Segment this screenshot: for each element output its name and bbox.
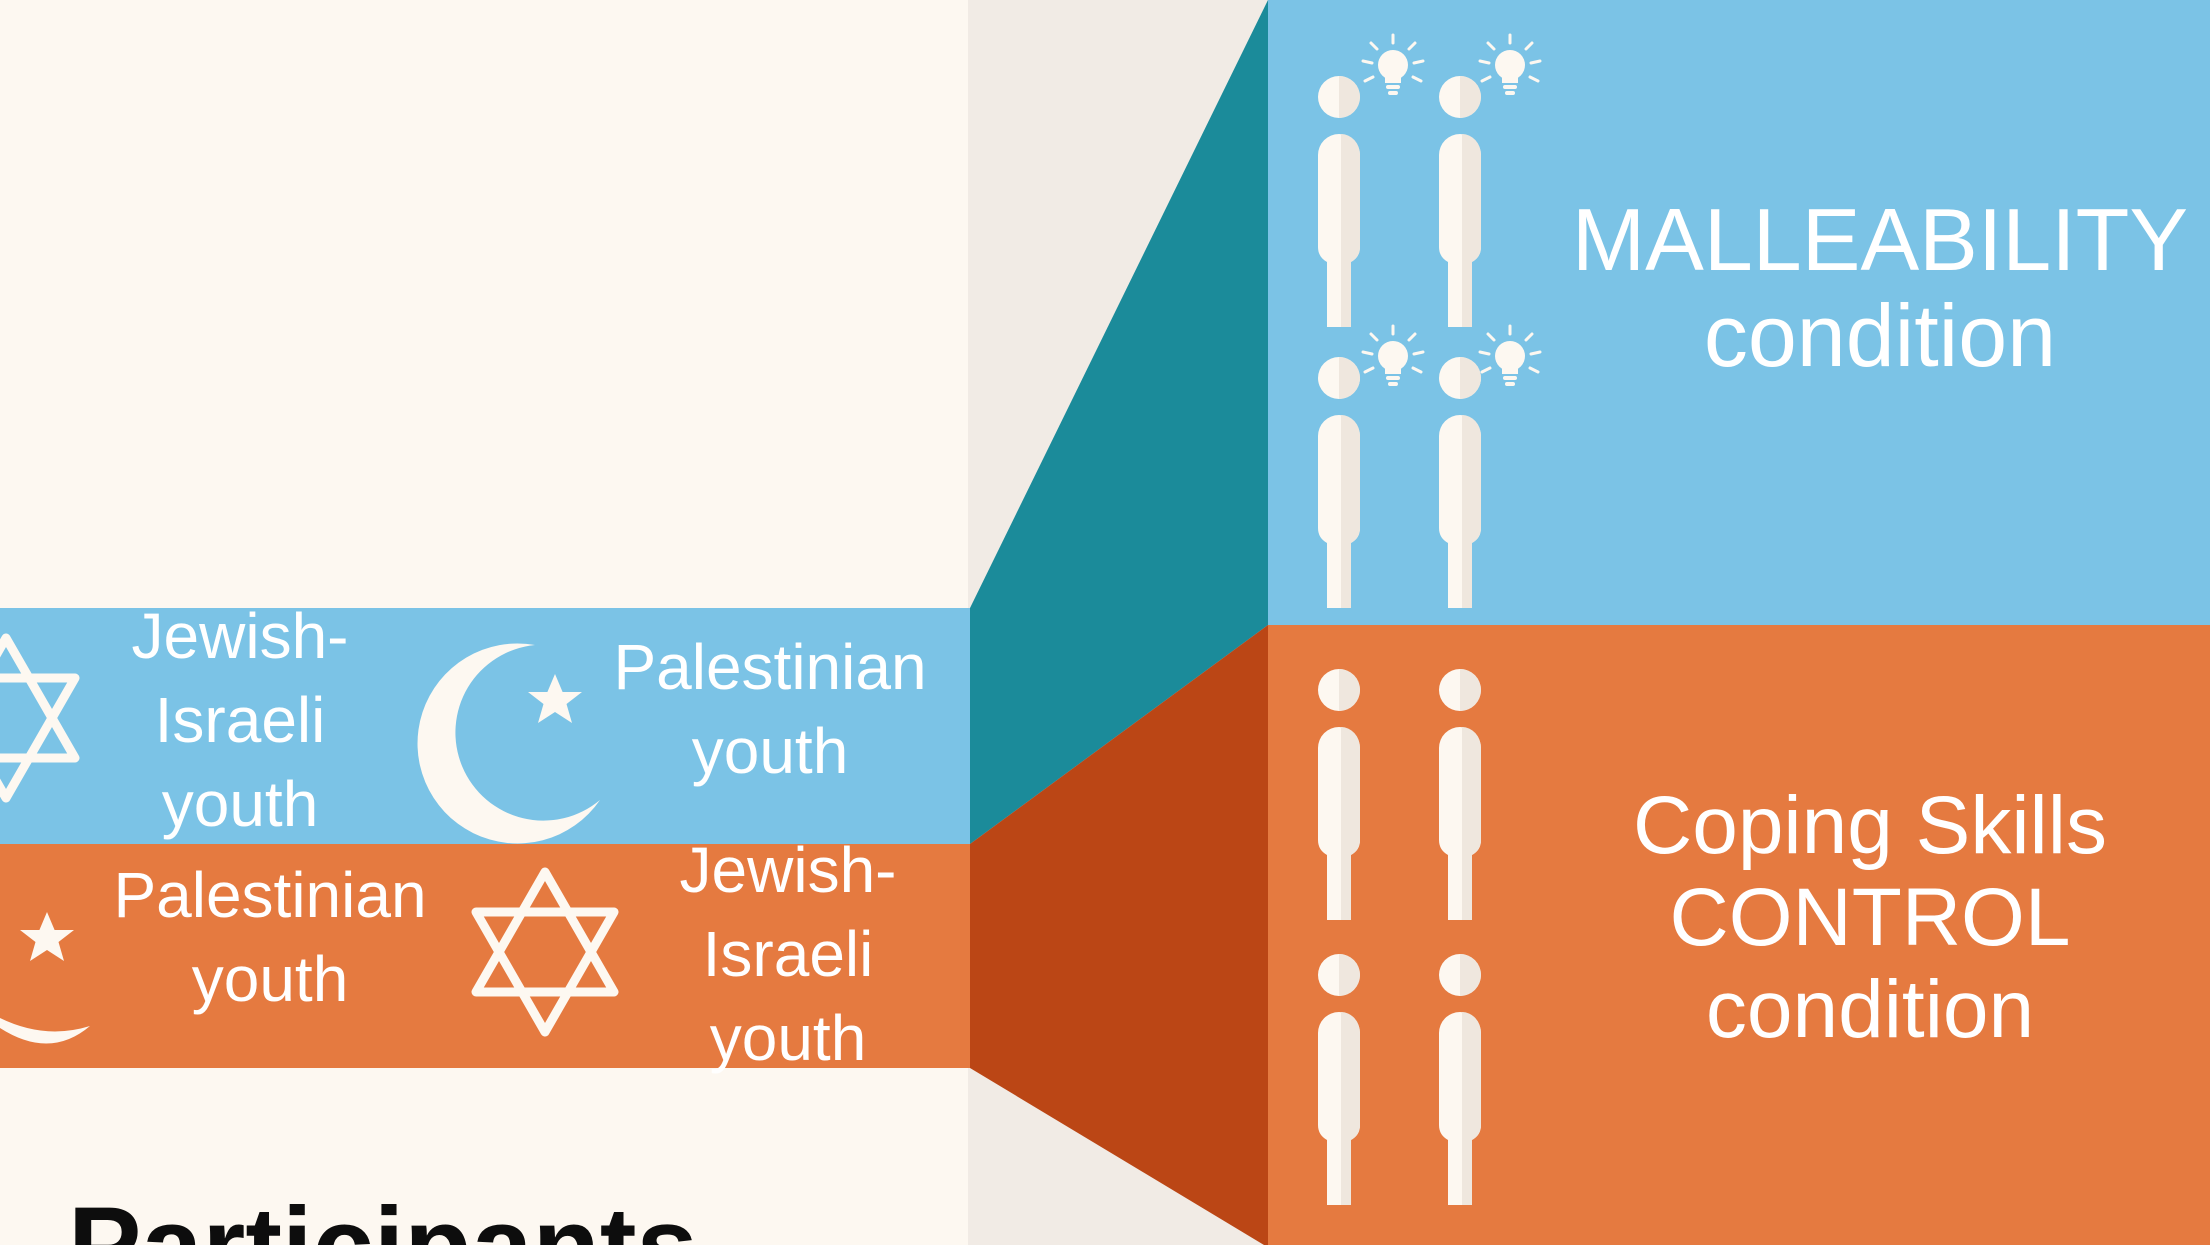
label-line: Jewish- bbox=[131, 600, 349, 672]
label-line: youth bbox=[161, 768, 319, 840]
label-line: youth bbox=[191, 943, 349, 1015]
connector-to-malleability bbox=[970, 0, 1268, 844]
crescent-star-icon bbox=[417, 643, 600, 844]
connector-to-control bbox=[970, 625, 1268, 1245]
label-line: Israeli bbox=[154, 684, 326, 756]
label-line: condition bbox=[1703, 286, 2057, 385]
blue-band-jewish-israeli-label: Jewish- Israeli youth bbox=[112, 594, 368, 846]
label-line: CONTROL bbox=[1669, 872, 2071, 963]
label-line: Palestinian bbox=[613, 631, 927, 703]
control-condition-label: Coping Skills CONTROL condition bbox=[1560, 780, 2180, 1056]
label-line: MALLEABILITY bbox=[1571, 190, 2189, 289]
label-line: Palestinian bbox=[113, 859, 427, 931]
label-line: youth bbox=[709, 1002, 867, 1074]
crescent-star-icon bbox=[0, 912, 90, 1044]
label-line: Jewish- bbox=[679, 834, 897, 906]
participants-orange-band bbox=[0, 844, 970, 1068]
participants-heading: Participants bbox=[68, 1192, 698, 1245]
malleability-condition-label: MALLEABILITY condition bbox=[1560, 192, 2200, 384]
label-line: Israeli bbox=[702, 918, 874, 990]
control-panel bbox=[1268, 625, 2210, 1245]
orange-band-palestinian-label: Palestinian youth bbox=[95, 853, 445, 1021]
blue-band-palestinian-label: Palestinian youth bbox=[590, 625, 950, 793]
malleability-panel bbox=[1268, 0, 2210, 625]
label-line: condition bbox=[1705, 964, 2035, 1055]
label-line: Coping Skills bbox=[1633, 780, 2107, 871]
label-line: youth bbox=[691, 715, 849, 787]
orange-band-jewish-israeli-label: Jewish- Israeli youth bbox=[660, 828, 916, 1080]
